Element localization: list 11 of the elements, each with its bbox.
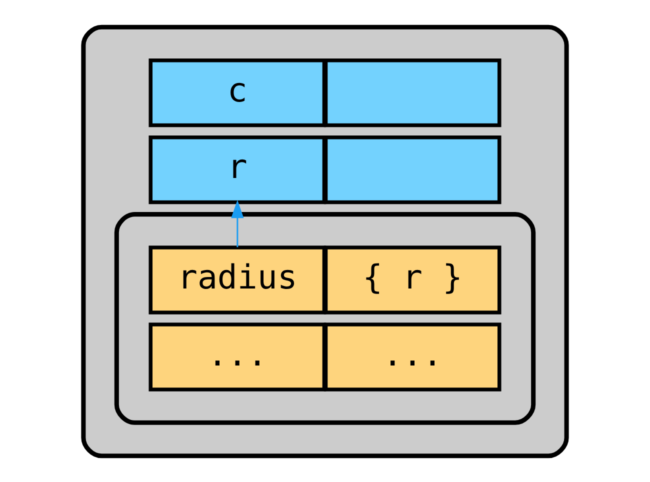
- node-box: radius: [148, 245, 326, 314]
- node-box: [324, 134, 502, 204]
- cluster: [81, 24, 569, 458]
- node-box: r: [148, 134, 326, 204]
- arrow: [231, 200, 244, 247]
- node-box: { r }: [324, 245, 502, 314]
- node-box: ...: [148, 322, 326, 391]
- cluster: [114, 212, 536, 424]
- node-box: ...: [324, 322, 502, 391]
- node-box: [324, 58, 502, 127]
- node-box: c: [148, 58, 326, 127]
